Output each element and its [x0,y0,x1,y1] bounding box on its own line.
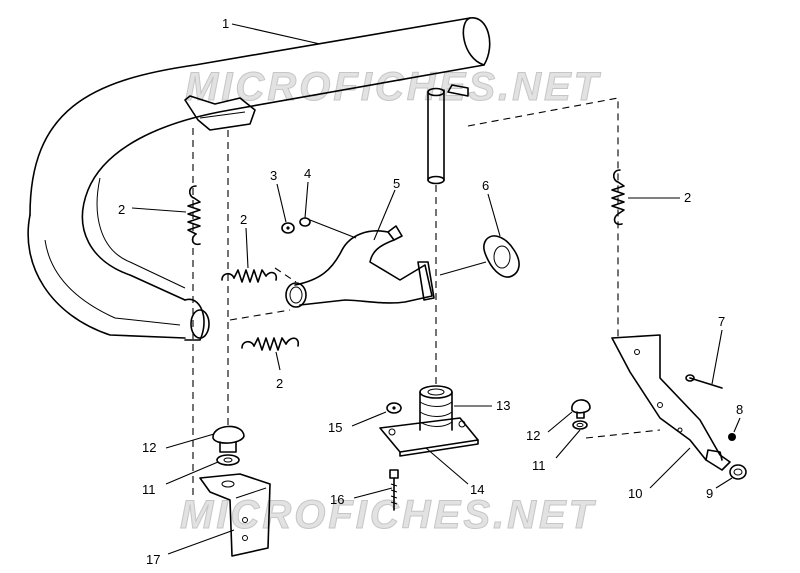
spring-middle-lower [241,337,300,351]
bolt-16 [389,469,399,511]
callout-2-left: 2 [118,202,125,217]
isolator-13 [419,385,453,431]
callout-7: 7 [718,314,725,329]
callout-11-left: 11 [142,482,156,497]
callout-15: 15 [328,420,342,435]
callout-labels: 1 2 2 2 2 3 4 5 6 7 8 9 10 11 11 12 12 1… [118,16,743,567]
callout-8: 8 [736,402,743,417]
spring-right-vertical [611,169,625,226]
nut-3 [281,222,295,234]
callout-10: 10 [628,486,642,501]
grommet-9 [729,464,747,480]
callout-2-lower-spring: 2 [276,376,283,391]
rod-7 [685,374,723,389]
spring-left-vertical [187,185,201,246]
callout-12-left: 12 [142,440,156,455]
washer-right-11 [572,420,588,430]
callout-3: 3 [270,168,277,183]
bracket-right [611,334,731,471]
nut-15 [386,402,402,414]
watermark-bottom: MICROFICHES.NET [180,493,597,537]
assembly-lines [192,97,661,500]
callout-2-upper-spring: 2 [240,212,247,227]
callout-13: 13 [496,398,510,413]
callout-9: 9 [706,486,713,501]
washer-4 [299,217,311,227]
watermark-top: MICROFICHES.NET [185,65,602,109]
y-pipe [285,225,435,308]
callout-6: 6 [482,178,489,193]
callout-14: 14 [470,482,484,497]
callout-4: 4 [304,166,311,181]
leader-lines [131,23,741,555]
gasket [483,235,520,278]
callout-1: 1 [222,16,229,31]
callout-16: 16 [330,492,344,507]
callout-12-right: 12 [526,428,540,443]
bracket-left-17 [199,473,271,557]
callout-5: 5 [393,176,400,191]
nut-8 [728,433,736,441]
plate-14 [379,417,479,457]
muffler [27,17,491,341]
callout-2-right: 2 [684,190,691,205]
callout-11-right: 11 [532,458,546,473]
callout-17: 17 [146,552,160,567]
cap-left-12 [212,425,245,453]
spring-middle-upper [221,269,278,283]
washer-left-11 [216,454,240,466]
cap-right-12 [571,399,591,419]
